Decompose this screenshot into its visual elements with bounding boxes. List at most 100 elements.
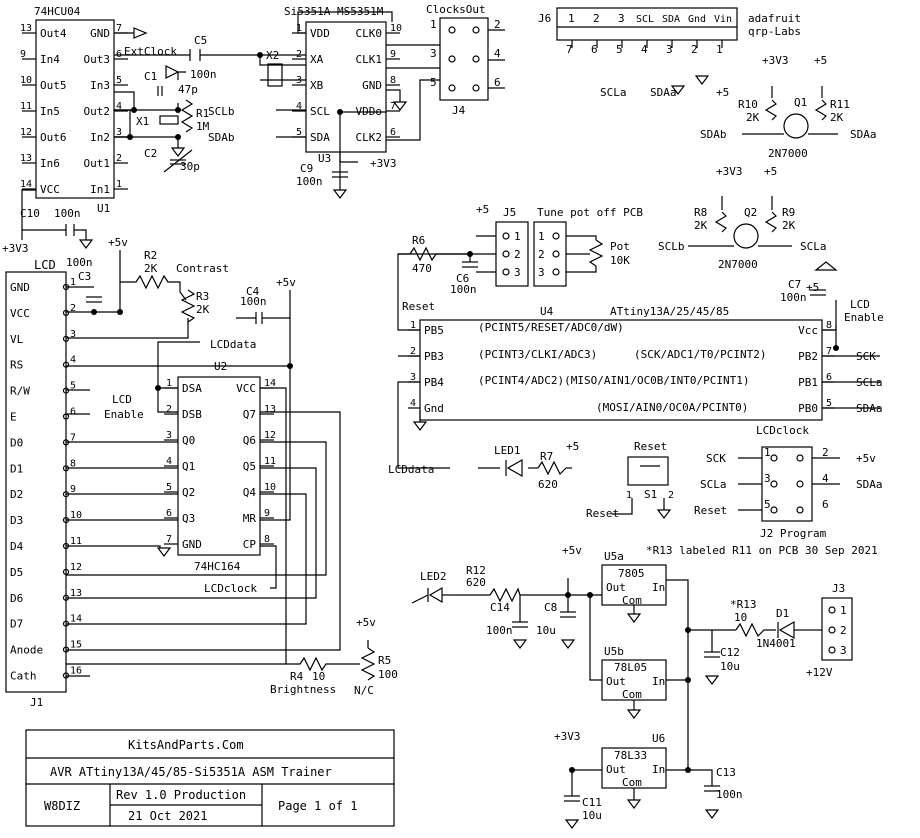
capacitor-c13: C13 100n [688, 766, 743, 801]
j1-pin-label: D0 [10, 436, 23, 449]
r10-ref: R10 [738, 98, 758, 111]
j1-pin-number: 15 [70, 640, 82, 651]
j6-bottom-number: 5 [616, 43, 623, 56]
j5-b-number: 3 [538, 266, 545, 279]
u1-right-pin-label: In1 [90, 183, 110, 196]
u3-left-pin-label: XB [310, 79, 324, 92]
net-5-u4: +5 [806, 281, 819, 294]
j6-bottom-number: 6 [591, 43, 598, 56]
u2-right-pin-label: Q4 [243, 486, 257, 499]
potentiometer-r5: R5 100 N/C [354, 640, 398, 697]
pot-ref: Pot [610, 240, 630, 253]
j5-a-number: 3 [514, 266, 521, 279]
c9-ref: C9 [300, 162, 313, 175]
resistor-r1: R1 1M [180, 99, 210, 133]
u2-left-pin-label: Q2 [182, 486, 195, 499]
u6-in: In [652, 763, 665, 776]
c7-ref: C7 [788, 278, 801, 291]
j2-right-terminal [796, 480, 804, 488]
j4-right-number: 2 [494, 18, 501, 31]
j2-right-number: 4 [822, 472, 829, 485]
u5b-in: In [652, 675, 665, 688]
u4-func-pb2: (SCK/ADC1/T0/PCINT2) [634, 348, 766, 361]
title-block: KitsAndParts.Com AVR ATtiny13A/45/85-Si5… [25, 729, 395, 827]
j3-number: 2 [840, 624, 847, 637]
c5-ref: C5 [194, 34, 207, 47]
u2-left-pin-label: GND [182, 538, 202, 551]
u4-right-pin-label: PB1 [798, 376, 818, 389]
crystal-x1: X1 [136, 115, 179, 128]
j1-pin-number: 11 [70, 536, 82, 547]
j4-left-terminal [448, 26, 456, 34]
j1-pin-number: 7 [70, 432, 76, 443]
u3-left-pin-number: 4 [296, 101, 302, 112]
net-5v-power: +5v [562, 544, 582, 557]
r7-value: 620 [538, 478, 558, 491]
u5b-com: Com [622, 688, 642, 701]
u1-right-pin-label: In3 [90, 79, 110, 92]
capacitor-c10: C10 100n [20, 207, 81, 236]
u2-right-pin-number: 10 [264, 482, 276, 493]
u2-right-pin-number: 14 [264, 378, 276, 389]
u4-body [419, 319, 823, 421]
j1-pin-label: D2 [10, 488, 23, 501]
title-project: AVR ATtiny13A/45/85-Si5351A ASM Trainer [50, 765, 332, 779]
j6-side: adafruit [748, 12, 801, 25]
potentiometer-r3: R3 2K [179, 289, 210, 323]
j2-right-number: 6 [822, 498, 829, 511]
j1-pin-number: 13 [70, 588, 82, 599]
j1-pin-number: 5 [70, 381, 76, 392]
net-scla-u4: SCLa [856, 376, 883, 389]
u4-right-pin-label: Vcc [798, 324, 818, 337]
net-3v3-q2: +3V3 [716, 165, 743, 178]
j4-right-terminal [472, 84, 480, 92]
j1-pin-label: VL [10, 333, 24, 346]
r6-value: 470 [412, 262, 432, 275]
j1-pin-terminal [62, 361, 70, 368]
title-company: KitsAndParts.Com [128, 738, 244, 752]
j1-pin-terminal [62, 335, 70, 342]
u3-right-pin-number: 7 [390, 101, 396, 112]
net-sdaa-q1: SDAa [850, 128, 877, 141]
r2-value: 2K [144, 262, 158, 275]
u5a-ref: U5a [604, 550, 624, 563]
j1-pin-number: 16 [70, 666, 82, 677]
j1-title: LCD [34, 258, 56, 272]
capacitor-c12: C12 10u [704, 630, 740, 673]
j1-pin-label: R/W [10, 385, 30, 398]
u1-right-pin-number: 7 [116, 23, 122, 34]
j1-pin-label: Anode [10, 644, 43, 657]
components: C1 47p X1 R1 1M C2 30p C5 100n ExtClock … [20, 34, 850, 822]
title-revision: Rev 1.0 Production [116, 788, 246, 802]
j4-left-number: 5 [430, 76, 437, 89]
net-reset-u4: Reset [402, 300, 435, 313]
u2-left-pin-number: 2 [166, 404, 172, 415]
nc-label: N/C [354, 684, 374, 697]
net-3v3-q1: +3V3 [762, 54, 789, 67]
c5-value: 100n [190, 68, 217, 81]
j1-pin-number: 8 [70, 458, 76, 469]
j1-pin-label: D1 [10, 462, 23, 475]
j6-top-label: Vin [714, 14, 732, 25]
j4-right-number: 6 [494, 76, 501, 89]
u3-right-pin-number: 6 [390, 127, 396, 138]
j1-pin-number: 14 [70, 614, 82, 625]
u3-left-pin-label: VDD [310, 27, 330, 40]
r1-value: 1M [196, 120, 210, 133]
net-5v-r5: +5v [356, 616, 376, 629]
c11-value: 10u [582, 809, 602, 822]
net-3v3-u1: +3V3 [2, 242, 29, 255]
j1-pin-number: 2 [70, 303, 76, 314]
title-date: 21 Oct 2021 [128, 809, 207, 823]
c8-ref: C8 [544, 601, 557, 614]
s1-pin2: 2 [668, 490, 674, 501]
j2-left-terminal [770, 454, 778, 462]
u4-right-pin-number: 7 [826, 346, 832, 357]
u5b-out: Out [606, 675, 626, 688]
j4-right-terminal [472, 26, 480, 34]
u5a-in: In [652, 581, 665, 594]
diode-d1: D1 1N4001 [756, 607, 806, 650]
c10-ref: C10 [20, 207, 40, 220]
u5b-name: 78L05 [614, 661, 647, 674]
